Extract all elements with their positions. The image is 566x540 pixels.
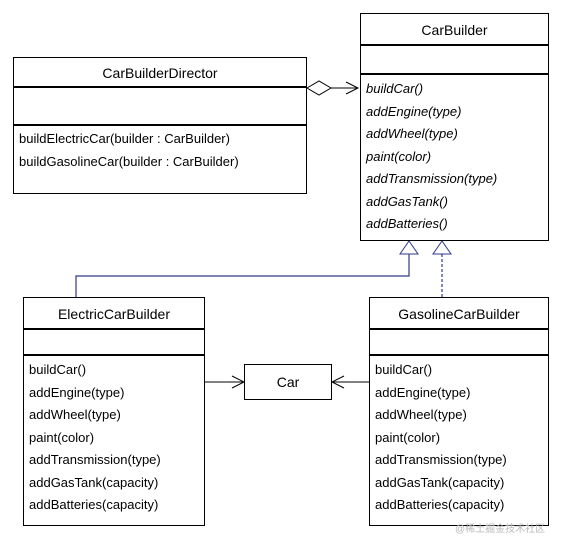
gasoline-car-builder-operation: addGasTank(capacity) <box>375 474 505 490</box>
car-builder-director-operations: buildElectricCar(builder : CarBuilder) b… <box>14 126 306 173</box>
electric-generalization-arrowhead <box>399 240 419 255</box>
aggregation-connector <box>306 80 360 96</box>
electric-car-dependency-connector <box>205 375 246 389</box>
electric-car-builder-operation: addEngine(type) <box>29 384 125 400</box>
car-builder-class: CarBuilder buildCar() addEngine(type) ad… <box>360 13 549 241</box>
gasoline-car-builder-operation: paint(color) <box>375 429 441 445</box>
car-builder-director-name: CarBuilderDirector <box>14 58 306 88</box>
aggregation-diamond <box>306 80 332 96</box>
watermark: @稀土掘金技术社区 <box>455 524 546 535</box>
electric-car-builder-operation: addWheel(type) <box>29 407 121 422</box>
aggregation-arrowhead <box>345 81 360 95</box>
electric-generalization-connector <box>75 240 419 297</box>
gasoline-generalization-connector <box>432 240 452 297</box>
car-builder-operation: addWheel(type) <box>366 126 458 141</box>
car-builder-operation: paint(color) <box>366 148 432 164</box>
gasoline-car-builder-attributes <box>370 330 548 356</box>
gasoline-car-builder-operations: buildCar() addEngine(type) addWheel(type… <box>370 356 548 517</box>
car-builder-operation: addEngine(type) <box>366 103 462 119</box>
gasoline-car-dependency-connector <box>330 375 369 389</box>
gasoline-car-builder-operation: addWheel(type) <box>375 407 467 422</box>
car-builder-attributes <box>361 46 548 75</box>
electric-car-builder-operation: paint(color) <box>29 429 95 445</box>
car-builder-operations: buildCar() addEngine(type) addWheel(type… <box>361 75 548 236</box>
car-builder-operation: buildCar() <box>366 81 424 96</box>
car-builder-director-operation: buildGasolineCar(builder : CarBuilder) <box>19 153 239 169</box>
electric-car-builder-attributes <box>24 330 204 356</box>
car-class: Car <box>244 364 332 400</box>
car-builder-operation: addGasTank() <box>366 193 448 209</box>
gasoline-car-builder-operation: buildCar() <box>375 362 433 377</box>
car-builder-operation: addTransmission(type) <box>366 171 498 186</box>
gasoline-car-builder-operation: addEngine(type) <box>375 384 471 400</box>
electric-car-builder-name: ElectricCarBuilder <box>24 298 204 330</box>
car-builder-name: CarBuilder <box>361 14 548 46</box>
car-builder-director-attributes <box>14 88 306 126</box>
electric-car-builder-operation: addBatteries(capacity) <box>29 497 159 512</box>
gasoline-car-builder-class: GasolineCarBuilder buildCar() addEngine(… <box>369 297 549 526</box>
car-builder-director-class: CarBuilderDirector buildElectricCar(buil… <box>13 57 307 194</box>
electric-car-builder-class: ElectricCarBuilder buildCar() addEngine(… <box>23 297 205 526</box>
gasoline-car-builder-operation: addBatteries(capacity) <box>375 497 505 512</box>
gasoline-generalization-arrowhead <box>432 240 452 255</box>
car-builder-director-operation: buildElectricCar(builder : CarBuilder) <box>19 131 230 146</box>
electric-car-builder-operation: addGasTank(capacity) <box>29 474 159 490</box>
electric-car-builder-operation: addTransmission(type) <box>29 452 161 467</box>
electric-car-builder-operations: buildCar() addEngine(type) addWheel(type… <box>24 356 204 517</box>
gasoline-car-builder-operation: addTransmission(type) <box>375 452 507 467</box>
gasoline-car-builder-name: GasolineCarBuilder <box>370 298 548 330</box>
electric-car-builder-operation: buildCar() <box>29 362 87 377</box>
car-builder-operation: addBatteries() <box>366 216 448 231</box>
